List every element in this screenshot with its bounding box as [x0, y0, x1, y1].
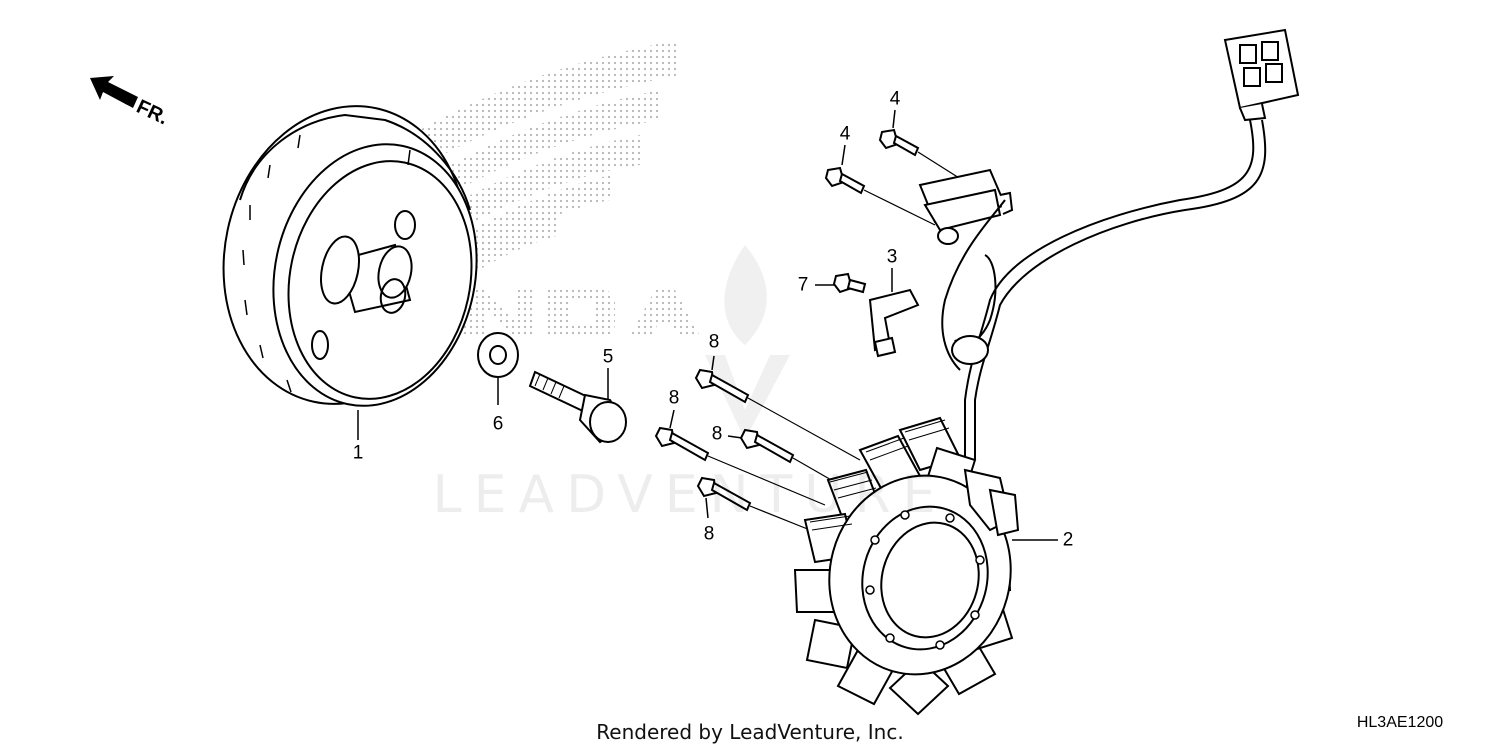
leadventure-logo-watermark: [705, 245, 790, 440]
bracket-part[interactable]: [868, 288, 920, 358]
callout-6-washer[interactable]: 6: [492, 413, 504, 435]
callout-5-flange-bolt[interactable]: 5: [602, 346, 614, 368]
stator-part[interactable]: [793, 416, 1033, 716]
callout-8-bolt-b[interactable]: 8: [668, 387, 680, 409]
callout-1-flywheel[interactable]: 1: [352, 442, 364, 464]
callout-3-bracket[interactable]: 3: [886, 246, 898, 268]
flywheel-part[interactable]: [196, 83, 500, 426]
leadventure-text-watermark: LEADVENTURE: [432, 465, 948, 525]
bolt-8-b-part[interactable]: [654, 426, 710, 462]
callout-4-bolt-lower[interactable]: 4: [839, 123, 851, 145]
bolt-8-c-part[interactable]: [739, 428, 795, 464]
washer-part[interactable]: [477, 332, 519, 378]
diagram-code: HL3AE1200: [1356, 714, 1444, 731]
flange-bolt-part[interactable]: [528, 370, 627, 444]
front-direction-arrow-icon: [90, 76, 138, 108]
bolt-8-d-part[interactable]: [696, 476, 752, 512]
harness-connector-plug[interactable]: [1223, 28, 1300, 122]
callout-8-bolt-d[interactable]: 8: [703, 523, 715, 545]
callout-2-stator[interactable]: 2: [1062, 529, 1074, 551]
callout-8-bolt-a[interactable]: 8: [708, 331, 720, 353]
callout-7-bolt[interactable]: 7: [797, 274, 809, 296]
pulse-generator-sensor[interactable]: [918, 168, 1014, 245]
wire-harness: [941, 119, 1267, 460]
callout-4-bolt-upper[interactable]: 4: [889, 88, 901, 110]
bolt-4-lower-part[interactable]: [824, 166, 866, 195]
bolt-7-part[interactable]: [832, 272, 867, 294]
bolt-4-upper-part[interactable]: [878, 128, 920, 157]
bolt-8-a-part[interactable]: [694, 368, 750, 404]
callout-8-bolt-c[interactable]: 8: [711, 423, 723, 445]
rendered-by-footer: Rendered by LeadVenture, Inc.: [596, 720, 904, 744]
